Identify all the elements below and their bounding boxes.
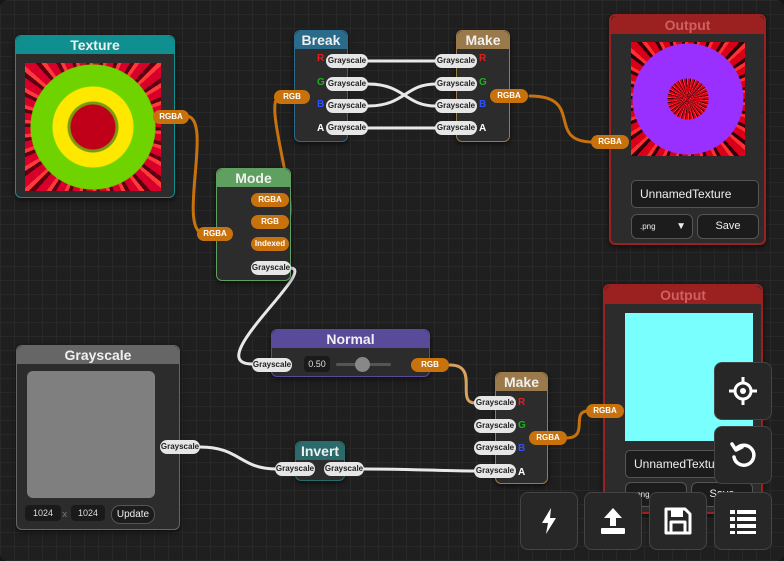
- normal-in-port[interactable]: Grayscale: [252, 358, 292, 372]
- break-channel-b: B: [317, 99, 325, 110]
- break-channel-r: R: [317, 53, 325, 64]
- break-out-a[interactable]: Grayscale: [326, 121, 368, 135]
- texture-preview: [25, 63, 161, 191]
- break-in-port[interactable]: RGB: [274, 90, 310, 104]
- grayscale-width-field[interactable]: 1024: [25, 505, 61, 521]
- mode-port-rgb[interactable]: RGB: [251, 215, 289, 229]
- texture-node-title: Texture: [16, 36, 174, 54]
- texture-node[interactable]: Texture RGBA: [15, 35, 189, 198]
- wire-invert-make: [362, 467, 477, 473]
- make-top-channel-a: A: [479, 123, 487, 134]
- list-icon: [730, 510, 756, 534]
- save-icon: [664, 507, 692, 535]
- output-top-format-select[interactable]: .png ▼: [631, 214, 693, 239]
- invert-in-port[interactable]: Grayscale: [275, 462, 315, 476]
- mode-port-grayscale[interactable]: Grayscale: [251, 261, 291, 275]
- grayscale-node-title: Grayscale: [17, 346, 179, 364]
- lightning-icon: [542, 508, 556, 534]
- reset-icon: [730, 442, 756, 467]
- upload-button[interactable]: [584, 492, 642, 550]
- crosshair-icon: [729, 377, 757, 405]
- invert-out-port[interactable]: Grayscale: [324, 462, 364, 476]
- menu-button[interactable]: [714, 492, 772, 550]
- reset-button[interactable]: [714, 426, 772, 484]
- make-bottom-channel-g: G: [518, 420, 526, 431]
- wire-break-make-b: [366, 82, 438, 108]
- mode-node[interactable]: Mode RGBA RGB Indexed Grayscale: [216, 168, 291, 281]
- break-out-b[interactable]: Grayscale: [326, 99, 368, 113]
- chevron-down-icon: ▼: [676, 221, 686, 232]
- output-bottom-node-title: Output: [605, 286, 761, 304]
- output-top-preview: [631, 42, 745, 156]
- output-bottom-format-value: .png: [634, 490, 650, 499]
- grayscale-node[interactable]: Grayscale 1024 x 1024 Update: [16, 345, 180, 530]
- break-out-r[interactable]: Grayscale: [326, 54, 368, 68]
- make-bottom-channel-r: R: [518, 397, 526, 408]
- mode-port-rgba[interactable]: RGBA: [251, 193, 289, 207]
- output-top-save-button[interactable]: Save: [697, 214, 759, 239]
- make-bottom-in-b[interactable]: Grayscale: [474, 441, 516, 455]
- texture-out-port[interactable]: RGBA: [153, 110, 189, 124]
- upload-icon: [601, 508, 625, 534]
- break-node-title: Break: [295, 31, 347, 49]
- make-bottom-channel-b: B: [518, 443, 526, 454]
- make-bottom-in-a[interactable]: Grayscale: [474, 464, 516, 478]
- make-bottom-node-title: Make: [496, 373, 547, 391]
- grayscale-update-button[interactable]: Update: [111, 505, 155, 524]
- break-out-g[interactable]: Grayscale: [326, 77, 368, 91]
- output-top-format-value: .png: [640, 222, 656, 231]
- output-top-in-port[interactable]: RGBA: [591, 135, 629, 149]
- make-top-in-g[interactable]: Grayscale: [435, 77, 477, 91]
- mode-node-title: Mode: [217, 169, 290, 187]
- make-top-in-b[interactable]: Grayscale: [435, 99, 477, 113]
- wire-make-output-bottom: [564, 409, 590, 440]
- normal-out-port[interactable]: RGB: [411, 358, 449, 372]
- grayscale-preview: [27, 371, 155, 498]
- mode-port-indexed[interactable]: Indexed: [251, 237, 289, 251]
- make-top-node-title: Make: [457, 31, 509, 49]
- output-top-name-field[interactable]: UnnamedTexture: [631, 180, 759, 208]
- invert-node-title: Invert: [296, 442, 344, 460]
- output-top-node[interactable]: Output UnnamedTexture .png ▼ Save: [609, 14, 766, 245]
- make-top-channel-g: G: [479, 77, 487, 88]
- grayscale-out-port[interactable]: Grayscale: [160, 440, 200, 454]
- grayscale-height-field[interactable]: 1024: [71, 505, 105, 521]
- make-top-channel-b: B: [479, 99, 487, 110]
- normal-slider-handle[interactable]: [355, 357, 370, 372]
- normal-node-title: Normal: [272, 330, 429, 348]
- make-bottom-in-r[interactable]: Grayscale: [474, 396, 516, 410]
- wire-grayscale-invert: [198, 445, 278, 471]
- wire-normal-make: [448, 363, 477, 405]
- break-channel-g: G: [317, 77, 325, 88]
- make-top-in-a[interactable]: Grayscale: [435, 121, 477, 135]
- normal-value-field[interactable]: 0.50: [304, 356, 330, 372]
- grayscale-times-label: x: [62, 510, 68, 520]
- mode-in-port[interactable]: RGBA: [197, 227, 233, 241]
- center-view-button[interactable]: [714, 362, 772, 420]
- make-top-in-r[interactable]: Grayscale: [435, 54, 477, 68]
- make-bottom-channel-a: A: [518, 467, 526, 478]
- break-channel-a: A: [317, 123, 325, 134]
- make-top-channel-r: R: [479, 53, 487, 64]
- normal-node[interactable]: Normal 0.50: [271, 329, 430, 377]
- output-bottom-in-port[interactable]: RGBA: [586, 404, 624, 418]
- save-file-button[interactable]: [649, 492, 707, 550]
- make-bottom-in-g[interactable]: Grayscale: [474, 419, 516, 433]
- wire-texture-mode: [184, 114, 207, 236]
- make-bottom-out-port[interactable]: RGBA: [529, 431, 567, 445]
- run-button[interactable]: [520, 492, 578, 550]
- output-top-node-title: Output: [611, 16, 764, 34]
- wire-break-make-g: [366, 82, 438, 108]
- make-top-out-port[interactable]: RGBA: [490, 89, 528, 103]
- wire-make-output-top: [528, 94, 595, 144]
